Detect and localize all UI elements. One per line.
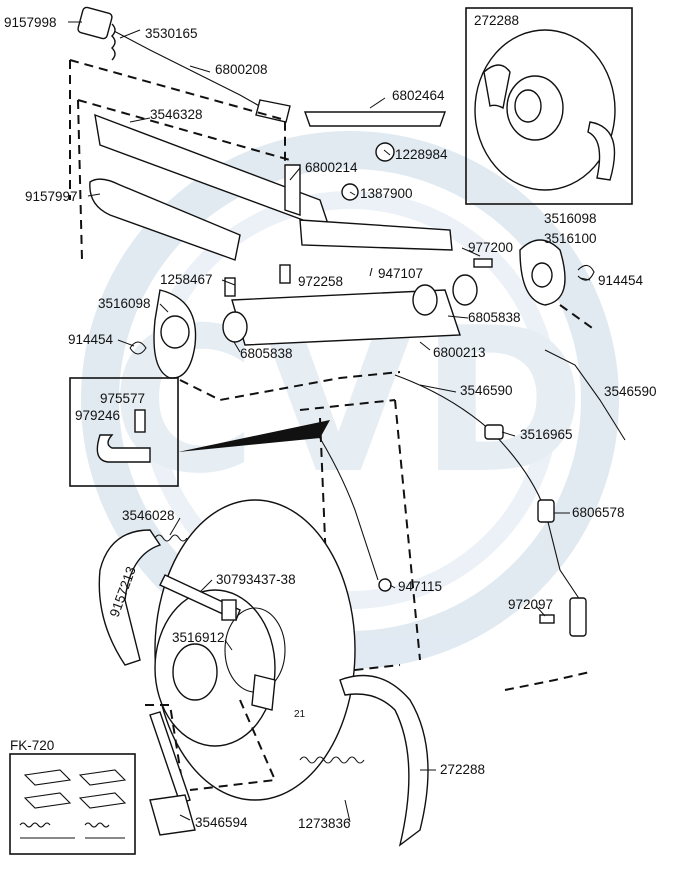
springs-and-adjuster xyxy=(154,534,365,764)
pointer-wedge xyxy=(178,420,330,452)
label-1273836: 1273836 xyxy=(298,816,351,831)
rear-brake-disc xyxy=(154,499,356,801)
handbrake-lever xyxy=(89,111,453,261)
label-6806578: 6806578 xyxy=(572,505,625,520)
label-914454-left: 914454 xyxy=(68,332,114,347)
fk720-kit-box xyxy=(9,753,136,855)
inset-brake-disc-box xyxy=(465,7,633,205)
label-3516965: 3516965 xyxy=(520,427,573,442)
label-6805838-left: 6805838 xyxy=(240,346,293,361)
clip-inset-box xyxy=(69,377,179,487)
label-9157997: 9157997 xyxy=(25,189,78,204)
label-3546590-right: 3546590 xyxy=(604,384,657,399)
lever-mechanism xyxy=(129,142,595,379)
label-1258467: 1258467 xyxy=(160,272,213,287)
label-6800214: 6800214 xyxy=(305,160,358,175)
label-6800208: 6800208 xyxy=(215,62,268,77)
label-3530165: 3530165 xyxy=(145,26,198,41)
label-3516098-right: 3516098 xyxy=(544,211,597,226)
label-272288-bottom: 272288 xyxy=(440,762,485,777)
label-3546328: 3546328 xyxy=(150,107,203,122)
label-6805838-right: 6805838 xyxy=(468,310,521,325)
label-972258: 972258 xyxy=(298,274,343,289)
label-1228984: 1228984 xyxy=(395,147,448,162)
label-972097: 972097 xyxy=(508,597,553,612)
label-1387900: 1387900 xyxy=(360,186,413,201)
label-3516100: 3516100 xyxy=(544,231,597,246)
label-914454-right: 914454 xyxy=(598,273,644,288)
brake-shoes-lower xyxy=(98,529,429,847)
label-3546028: 3546028 xyxy=(122,508,175,523)
label-977200: 977200 xyxy=(468,240,513,255)
label-21: 21 xyxy=(294,709,306,720)
label-6802464: 6802464 xyxy=(392,88,445,103)
label-9157998: 9157998 xyxy=(4,15,57,30)
part-number-labels: 9157998 3530165 6800208 3546328 9157997 … xyxy=(4,13,657,831)
label-947115: 947115 xyxy=(398,579,442,594)
leader-lines xyxy=(68,21,591,823)
label-272288-top: 272288 xyxy=(474,13,519,28)
label-3546594: 3546594 xyxy=(195,815,248,830)
label-fk-720: FK-720 xyxy=(10,738,54,753)
label-979246: 979246 xyxy=(75,408,120,423)
lower-lever xyxy=(145,699,277,836)
cable-dashed-routing xyxy=(179,304,596,691)
label-3516098-left: 3516098 xyxy=(98,296,151,311)
label-947107: 947107 xyxy=(378,266,423,281)
label-30793437-38: 30793437-38 xyxy=(216,572,296,587)
label-6800213: 6800213 xyxy=(433,345,486,360)
handbrake-cable-assembly xyxy=(77,6,291,123)
label-975577: 975577 xyxy=(100,391,145,406)
label-3516912: 3516912 xyxy=(172,630,225,645)
brake-cables xyxy=(314,349,626,637)
label-3546590-middle: 3546590 xyxy=(460,383,513,398)
